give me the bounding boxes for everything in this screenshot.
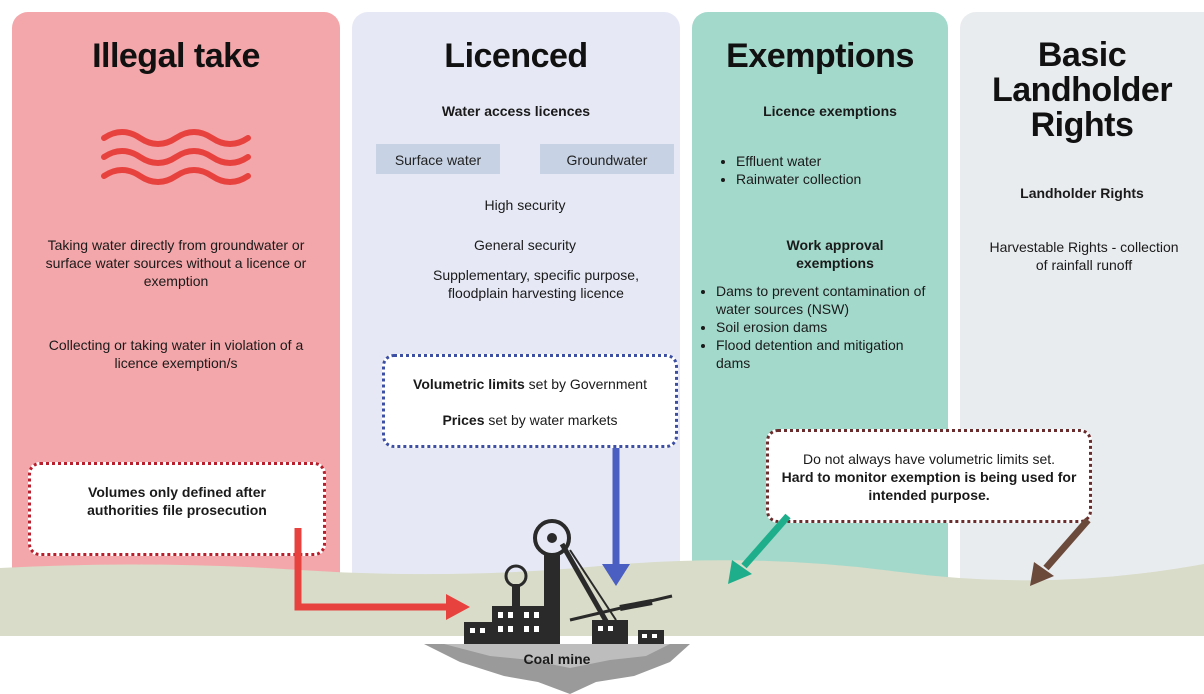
volumetric-limits-text: set by Government [524,376,647,392]
coal-mine-label: Coal mine [523,651,591,667]
work-approval-exemptions-list: Dams to prevent contamination of water s… [694,282,926,372]
coal-mine-icon [424,519,690,694]
exemptions-note-box: Do not always have volumetric limits set… [766,429,1092,523]
licenced-title: Licenced [444,37,588,75]
licenced-note-box: Volumetric limits set by Government Pric… [382,354,678,448]
volumetric-limits-label: Volumetric limits [413,376,525,392]
illegal-take-description: Taking water directly from groundwater o… [45,237,307,289]
harvestable-rights-text: Harvestable Rights - collection of rainf… [989,239,1179,273]
supplementary-item: Supplementary, specific purpose, floodpl… [433,267,639,301]
list-item: Soil erosion dams [716,318,926,336]
work-approval-exemptions-heading: Work approval exemptions [786,237,884,271]
illegal-take-title: Illegal take [92,37,260,75]
licenced-column: Licenced Water access licences Surface w… [352,12,680,612]
surface-water-tag: Surface water [376,144,500,174]
basic-landholder-rights-title: Basic Landholder Rights [991,36,1173,144]
waves-icon [101,129,251,185]
illegal-take-note-box: Volumes only defined after authorities f… [28,462,326,556]
prices-line: Prices set by water markets [385,411,675,429]
general-security-item: General security [474,237,576,253]
list-item: Flood detention and mitigation dams [716,336,926,372]
volumetric-limits-note: Do not always have volumetric limits set… [802,451,1056,467]
licence-exemptions-list: Effluent water Rainwater collection [714,152,956,188]
hard-to-monitor-note: Hard to monitor exemption is being used … [781,469,1077,503]
water-access-licences-heading: Water access licences [441,103,591,119]
illegal-take-note: Volumes only defined after authorities f… [87,484,267,518]
illegal-take-violation: Collecting or taking water in violation … [48,337,304,371]
list-item: Rainwater collection [736,170,956,188]
list-item: Dams to prevent contamination of water s… [716,282,926,318]
volumetric-limits-line: Volumetric limits set by Government [385,375,675,393]
high-security-item: High security [484,197,566,213]
prices-label: Prices [442,412,485,428]
exemptions-title: Exemptions [726,37,914,75]
groundwater-tag: Groundwater [540,144,674,174]
licence-exemptions-heading: Licence exemptions [763,103,897,119]
list-item: Effluent water [736,152,956,170]
prices-text: set by water markets [484,412,618,428]
landholder-rights-heading: Landholder Rights [1020,185,1144,201]
